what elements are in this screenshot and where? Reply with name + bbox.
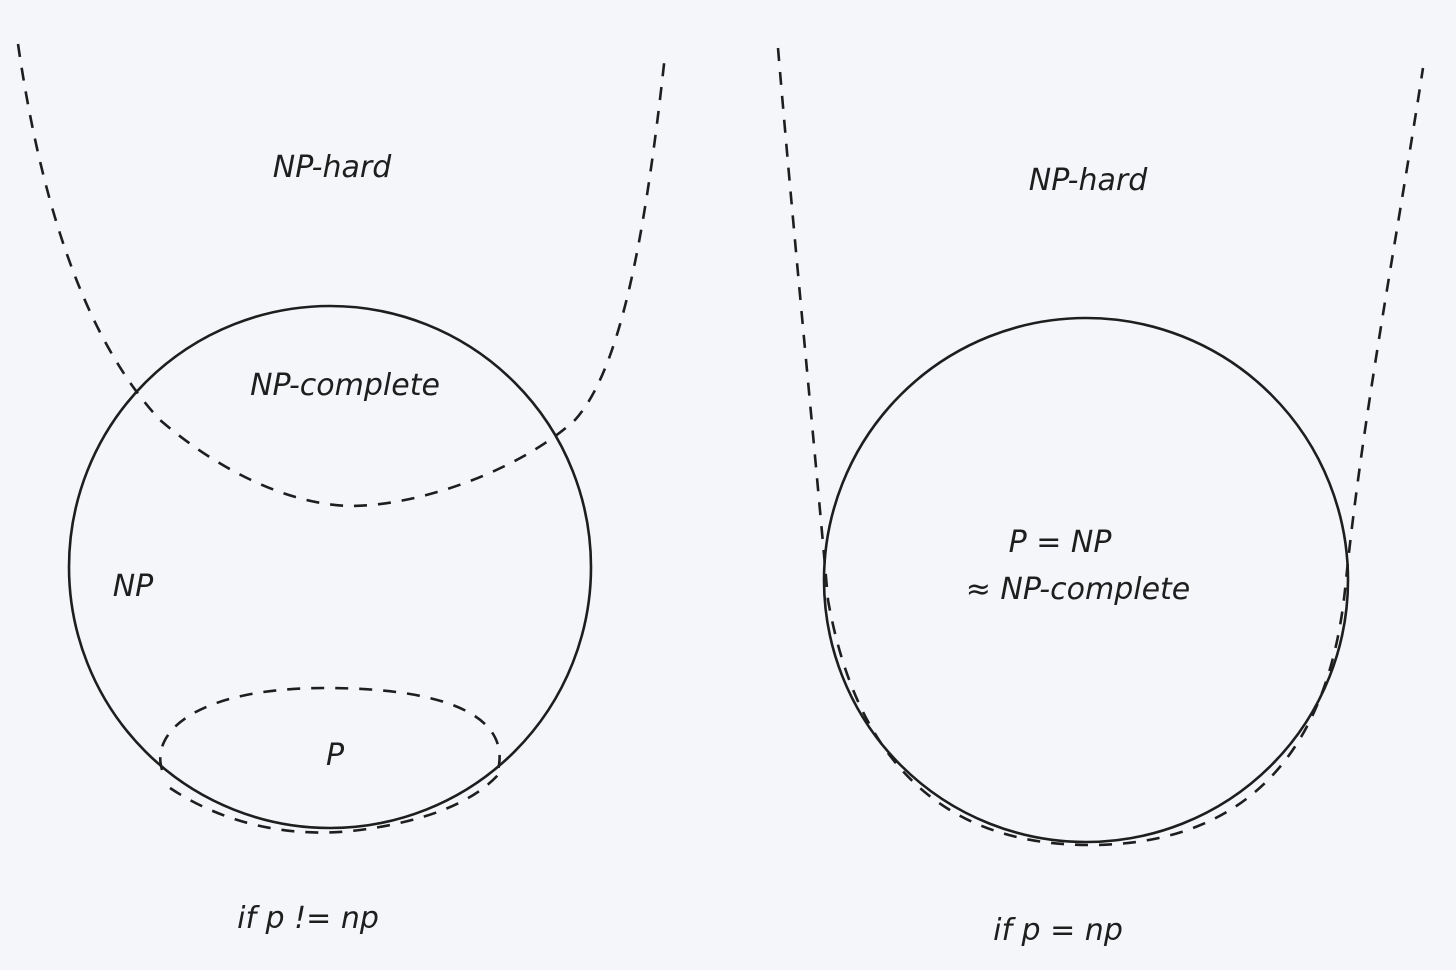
left-caption: if p != np (237, 901, 379, 936)
right-np-hard-label: NP-hard (1029, 163, 1148, 198)
right-diagram: P = NP ≈ NP-complete NP-hard if p = np (776, 47, 1425, 948)
right-np-circle (822, 316, 1350, 844)
left-p-label: P (326, 738, 345, 773)
left-p-region-bottom (169, 774, 499, 834)
left-np-label: NP (113, 569, 154, 604)
left-np-hard-label: NP-hard (273, 150, 392, 185)
left-np-circle (67, 304, 593, 830)
left-np-hard-boundary (16, 43, 667, 508)
right-p-equals-np-label: P = NP (1009, 525, 1113, 560)
left-np-complete-label: NP-complete (250, 368, 440, 403)
right-caption: if p = np (993, 913, 1123, 948)
right-np-complete-label: ≈ NP-complete (966, 572, 1191, 607)
left-diagram: NP-hard NP-complete NP P if p != np (16, 43, 667, 936)
